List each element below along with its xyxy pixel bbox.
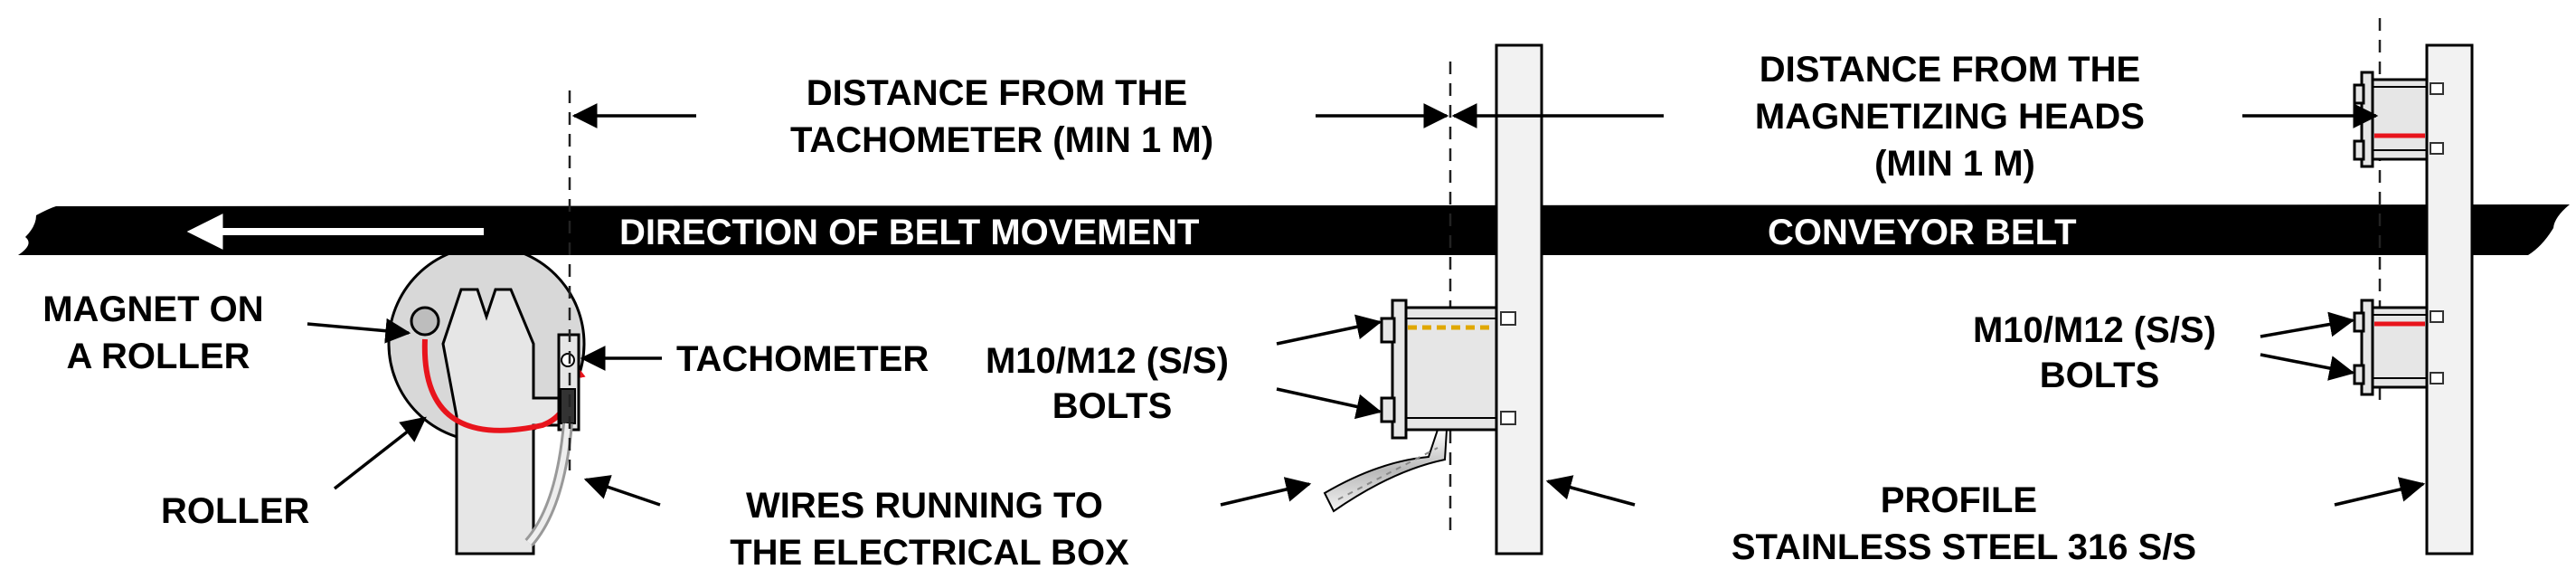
profile-label: PROFILE STAINLESS STEEL 316 S/S (1731, 480, 2196, 567)
right-top-magnetizing-head (2371, 78, 2429, 161)
right-lower-bolt-icon (2430, 310, 2444, 323)
right-lower-magnetizing-head (2371, 306, 2429, 389)
tach-distance-label: DISTANCE FROM THE TACHOMETER (MIN 1 M) (790, 73, 1213, 160)
left-wire-bundle (1323, 429, 1448, 513)
magnet-on-roller-label: MAGNET ON A ROLLER (42, 290, 274, 376)
right-mounting-assembly (2353, 43, 2474, 555)
right-profile-post (2425, 43, 2474, 555)
right-top-bolt-icon (2430, 82, 2444, 95)
belt-direction-label: DIRECTION OF BELT MOVEMENT (619, 213, 1199, 252)
left-bolt-bottom-icon (1500, 411, 1516, 425)
roller-assembly (387, 244, 586, 555)
left-profile-post (1495, 43, 1543, 555)
head-distance-label: DISTANCE FROM THE MAGNETIZING HEADS (MIN… (1755, 50, 2155, 184)
left-bolt-top-icon (1500, 311, 1516, 326)
roller-label: ROLLER (161, 491, 310, 531)
bolts-right-label: M10/M12 (S/S) BOLTS (1973, 310, 2226, 395)
left-mounting-assembly (1323, 43, 1543, 555)
tachometer-connector (560, 388, 576, 424)
roller-support-frame (441, 288, 580, 555)
tachometer-label: TACHOMETER (676, 339, 929, 379)
bolts-left-label: M10/M12 (S/S) BOLTS (986, 341, 1239, 426)
conveyor-belt (18, 204, 2570, 255)
wires-label: WIRES RUNNING TO THE ELECTRICAL BOX (730, 486, 1129, 573)
left-head-flange (1391, 299, 1408, 440)
conveyor-belt-label: CONVEYOR BELT (1768, 213, 2077, 252)
tachometer-head-icon (561, 353, 575, 367)
roller-magnet-icon (410, 306, 440, 337)
leader-arrows (307, 103, 2426, 507)
